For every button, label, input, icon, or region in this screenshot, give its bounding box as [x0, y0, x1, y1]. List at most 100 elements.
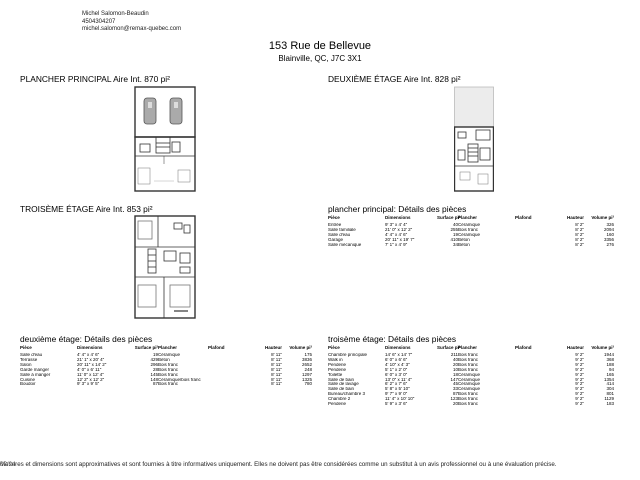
table-cell: 255 [450, 227, 458, 232]
second-floor-table-title: deuxième étage: Détails des pièces [20, 334, 153, 344]
table-cell: Céramique [158, 353, 181, 357]
table-cell: Bois franc [458, 367, 479, 372]
table-cell: Bois franc [458, 392, 479, 397]
table-cell: 4' 10" x 4' 3" [385, 362, 410, 367]
table-cell: 7' 1" x 4' 9" [385, 242, 408, 247]
table-cell: Walk in [328, 357, 343, 362]
table-cell: 8' 2" [575, 227, 584, 232]
table-cell: 123 [450, 397, 458, 402]
table-cell: 5' 8" x 5' 10" [385, 387, 410, 392]
table-cell: 9' 3" x 4' 4" [385, 223, 408, 227]
column-header: Plancher [458, 215, 478, 220]
table-cell: 1129 [604, 397, 614, 402]
footer: Mesures et dimensions sont approximative… [0, 460, 640, 469]
table-cell: Bois franc [158, 382, 179, 387]
table-cell: 211 [450, 353, 458, 357]
agent-contact: Michel Salomon-Beaudin 4504304207 michel… [82, 11, 181, 34]
table-cell: Chambre principale [328, 353, 368, 357]
table-cell: Céramique/bois franc [158, 377, 201, 382]
column-header: Plafond [515, 345, 532, 350]
table-cell: 21' 0" x 12' 2" [385, 227, 413, 232]
table-cell: 3356 [603, 237, 614, 242]
agent-email: michel.salomon@remax-quebec.com [82, 26, 182, 33]
table-cell: 19 [452, 232, 458, 237]
table-cell: 145 [150, 372, 158, 377]
table-cell: Céramique [458, 377, 481, 382]
main-floor-table-title: plancher principal: Détails des pièces [328, 204, 467, 214]
column-header: Volume pi³ [591, 215, 614, 220]
table-cell: 296 [150, 362, 158, 367]
main-floor-title: PLANCHER PRINCIPAL Aire Int. 870 pi² [20, 74, 170, 84]
column-header: Pièce [328, 345, 340, 350]
table-cell: Bois franc [458, 227, 479, 232]
table-cell: Garde manger [20, 367, 50, 372]
agent-name: Michel Salomon-Beaudin [82, 11, 149, 17]
table-cell: Bois franc [458, 353, 479, 357]
table-cell: 160 [606, 232, 614, 237]
column-header: Plancher [458, 345, 478, 350]
table-cell: Bois franc [158, 367, 179, 372]
table-cell: Chambre 2 [328, 397, 351, 402]
column-header: Surface pi² [437, 345, 461, 350]
table-cell: 9' 2" [575, 387, 584, 392]
table-cell: 20' 11" x 14' 2" [77, 362, 107, 367]
second-floor-plan [454, 86, 494, 192]
table-cell: 40 [452, 223, 458, 227]
second-floor-title: DEUXIÈME ÉTAGE Aire Int. 828 pi² [328, 74, 461, 84]
table-cell: 8' 2" [575, 242, 584, 247]
table-cell: 188 [606, 362, 614, 367]
table-cell: Céramique [458, 382, 481, 387]
table-cell: 9' 2" [575, 397, 584, 402]
table-cell: Bois franc [458, 357, 479, 362]
table-cell: 12' 2" x 12' 2" [77, 377, 105, 382]
column-header: Plafond [208, 345, 225, 350]
table-cell: 18 [452, 372, 458, 377]
table-cell: 1354 [603, 377, 614, 382]
table-cell: 276 [606, 242, 614, 247]
table-cell: 414 [606, 382, 614, 387]
table-cell: 148 [150, 377, 158, 382]
table-cell: 8' 11" [271, 377, 282, 382]
table-cell: 19 [152, 353, 158, 357]
column-header: Pièce [328, 215, 340, 220]
table-cell: Céramique [458, 232, 481, 237]
table-cell: 9' 2" [575, 377, 584, 382]
table-cell: 20' 11" x 19' 7" [385, 237, 415, 242]
table-cell: 326 [606, 223, 614, 227]
footer-disclaimer: Mesures et dimensions sont approximative… [0, 461, 557, 468]
table-cell: 6' 2" x 7' 6" [385, 382, 408, 387]
third-floor-plan [134, 215, 196, 319]
table-cell: 8' 11" [271, 357, 282, 362]
table-cell: 1325 [301, 377, 312, 382]
column-header: Dimensions [385, 215, 411, 220]
table-cell [208, 382, 248, 387]
footer-date: 02/24 [0, 460, 16, 468]
table-cell: 9' 2" [575, 362, 584, 367]
table-cell: 8' 11" [271, 367, 282, 372]
table-cell: 165 [606, 372, 614, 377]
table-cell: Salle de lavage [328, 382, 359, 387]
table-cell: Salle mécanique [328, 242, 362, 247]
table-cell: 87 [452, 392, 458, 397]
table-cell [515, 243, 559, 248]
table-cell: 183 [606, 402, 614, 407]
